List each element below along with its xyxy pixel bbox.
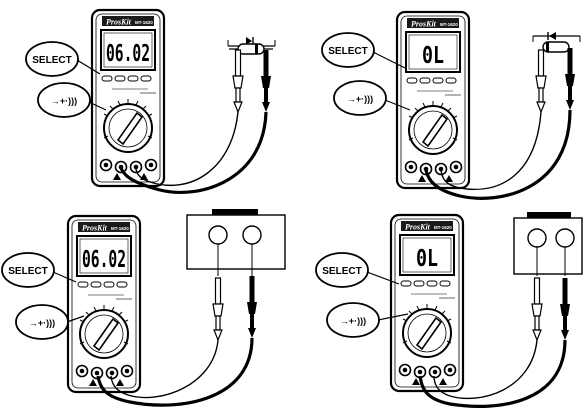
component-box [514,212,582,276]
diode-mode-symbol: →+·))) [340,316,366,326]
probe-black [560,278,570,340]
lcd-reading: 06.02 [82,247,126,273]
probe-red [233,50,243,112]
diode-component [533,32,580,52]
diode-mode-symbol: →+·))) [29,318,55,328]
model-label: MT-1620 [440,22,458,27]
probe-red [536,50,546,112]
lcd-reading: 06.02 [106,41,150,67]
model-label: MT-1620 [111,226,129,231]
brand-label: ProsKit [106,18,132,27]
multimeter: ProsKit MT-1620 06.02 [92,10,164,186]
select-callout: SELECT [322,33,405,68]
model-label: MT-1620 [135,20,153,25]
lcd-reading: 0L [422,43,444,69]
component-box [187,209,285,276]
select-label: SELECT [328,46,367,57]
select-callout: SELECT [26,42,100,76]
probe-black [565,48,575,110]
diode-mode-symbol: →+·))) [51,96,77,106]
probe-red [532,278,542,340]
lcd-reading: 0L [416,246,438,272]
multimeter: ProsKit MT-1620 0L [391,215,463,391]
model-label: MT-1620 [434,225,452,230]
brand-label: ProsKit [82,224,108,233]
select-label: SELECT [322,266,361,277]
select-callout: SELECT [316,253,399,287]
select-label: SELECT [8,266,47,277]
multimeter: ProsKit MT-1620 06.02 [68,216,140,392]
select-callout: SELECT [2,253,76,287]
panel-1: ProsKit MT-1620 06.02 SELECT →+·))) [26,10,275,192]
panel-2: ProsKit MT-1620 0L SELECT →+·))) [322,12,580,198]
select-label: SELECT [32,55,71,66]
probe-black [247,276,257,338]
probe-red [213,278,223,340]
panel-4: ProsKit MT-1620 0L SELECT →+·))) [316,212,582,406]
brand-label: ProsKit [411,20,437,29]
multimeter: ProsKit MT-1620 0L [397,12,469,188]
probe-black [261,50,271,112]
panel-3: ProsKit MT-1620 06.02 SELECT →+·))) [2,209,285,405]
diode-mode-symbol: →+·))) [347,94,373,104]
brand-label: ProsKit [405,223,431,232]
